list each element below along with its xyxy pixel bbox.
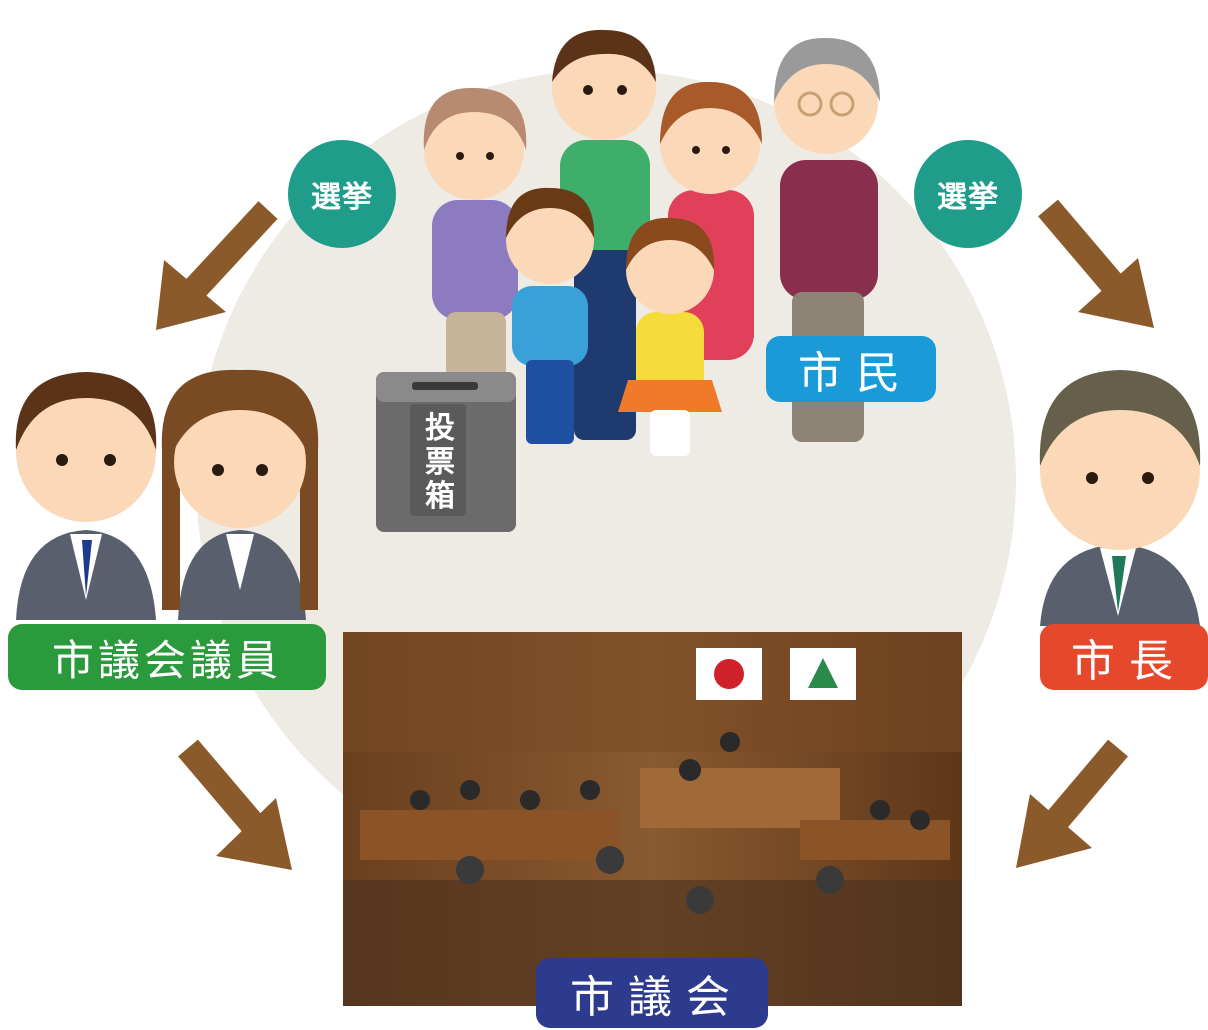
citizens-label: 市民: [766, 336, 936, 402]
arrow-citizens-to-members: [156, 201, 278, 330]
assembly-members-illustration: [15, 369, 319, 620]
ballot-char-3: 箱: [425, 479, 455, 514]
mayor-illustration: [1039, 370, 1201, 626]
city-assembly-label: 市議会: [536, 958, 768, 1028]
ballot-char-1: 投: [425, 411, 455, 446]
family-illustration: [423, 29, 880, 456]
arrow-mayor-to-assembly: [1016, 739, 1128, 868]
mayor-label: 市長: [1040, 624, 1208, 690]
election-badge-left: 選挙: [288, 140, 396, 248]
arrow-members-to-assembly: [178, 739, 292, 870]
ballot-char-2: 票: [425, 445, 455, 480]
assembly-members-label: 市議会議員: [8, 624, 326, 690]
election-badge-right: 選挙: [914, 140, 1022, 248]
arrow-citizens-to-mayor: [1038, 199, 1154, 328]
ballot-box-text: 投 票 箱: [420, 412, 460, 514]
ballot-box-illustration: [376, 372, 516, 532]
assembly-chamber-photo: [343, 632, 962, 1006]
